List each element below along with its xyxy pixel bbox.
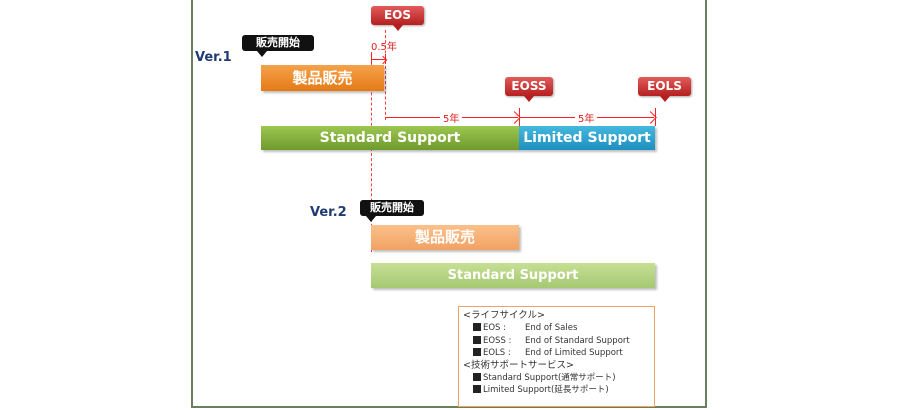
eos-offset-arrow [371, 55, 388, 65]
legend-support-text: Standard Support(通常サポート) [483, 372, 616, 383]
version-1-sales-bar-label: 製品販売 [292, 69, 353, 87]
version-1-label: Ver.1 [195, 50, 232, 65]
eoss-marker: EOSS [505, 77, 553, 102]
legend-lifecycle-header: <ライフサイクル> [463, 310, 545, 321]
legend-desc: End of Limited Support [525, 348, 623, 358]
bullet-square-icon [473, 335, 481, 344]
sales-start-v2-guide-line [371, 52, 372, 252]
legend-box: <ライフサイクル> EOS : End of Sales EOSS : End of… [458, 306, 655, 407]
version-1-sales-bar: 製品販売 [261, 65, 384, 91]
eoss-tick [519, 108, 520, 126]
legend-support-item: Limited Support(延長サポート) [463, 384, 650, 397]
eos-offset-tick-end [385, 54, 386, 64]
bullet-square-icon [473, 348, 481, 356]
bullet-square-icon [473, 372, 481, 381]
version-2-sales-start-marker: 販売開始 [360, 200, 424, 222]
legend-support-item: Standard Support(通常サポート) [463, 372, 650, 385]
legend-support-header: <技術サポートサービス> [463, 359, 574, 371]
version-2-standard-support-label: Standard Support [447, 268, 579, 283]
eos-marker-label: EOS [383, 8, 412, 22]
eols-marker-label: EOLS [647, 79, 682, 93]
version-2-sales-bar-label: 製品販売 [414, 228, 475, 246]
limited-duration-label: 5年 [575, 110, 598, 125]
legend-lifecycle-item: EOS : End of Sales [463, 322, 650, 335]
version-1-limited-support-bar: Limited Support [519, 126, 655, 150]
eos-offset-label: 0.5年 [371, 42, 397, 53]
standard-duration-label: 5年 [440, 110, 463, 125]
eoss-marker-label: EOSS [511, 79, 547, 93]
version-1-standard-support-bar: Standard Support [261, 126, 519, 150]
eos-marker: EOS [371, 6, 424, 31]
bullet-square-icon [473, 385, 481, 393]
version-1-standard-support-label: Standard Support [319, 130, 461, 146]
eols-tick [655, 108, 656, 126]
version-1-limited-support-label: Limited Support [523, 130, 651, 146]
version-2-label: Ver.2 [310, 205, 347, 220]
legend-term: EOS : [483, 323, 507, 333]
version-1-sales-start-label: 販売開始 [256, 36, 300, 49]
bullet-square-icon [473, 323, 481, 331]
legend-lifecycle-item: EOSS : End of Standard Support [463, 335, 650, 348]
legend-lifecycle-item: EOLS : End of Limited Support [463, 347, 650, 360]
legend-desc: End of Standard Support [525, 335, 630, 346]
eols-marker: EOLS [638, 77, 691, 102]
version-1-sales-start-marker: 販売開始 [242, 35, 314, 57]
legend-support-text: Limited Support(延長サポート) [483, 385, 609, 395]
legend-term: EOSS : [483, 335, 512, 346]
eos-guide-line [385, 30, 386, 120]
version-2-sales-bar: 製品販売 [371, 225, 519, 250]
version-2-standard-support-bar: Standard Support [371, 263, 655, 288]
legend-desc: End of Sales [525, 323, 578, 333]
diagram-frame [191, 0, 707, 408]
legend-term: EOLS : [483, 348, 511, 358]
version-2-sales-start-label: 販売開始 [370, 201, 414, 214]
